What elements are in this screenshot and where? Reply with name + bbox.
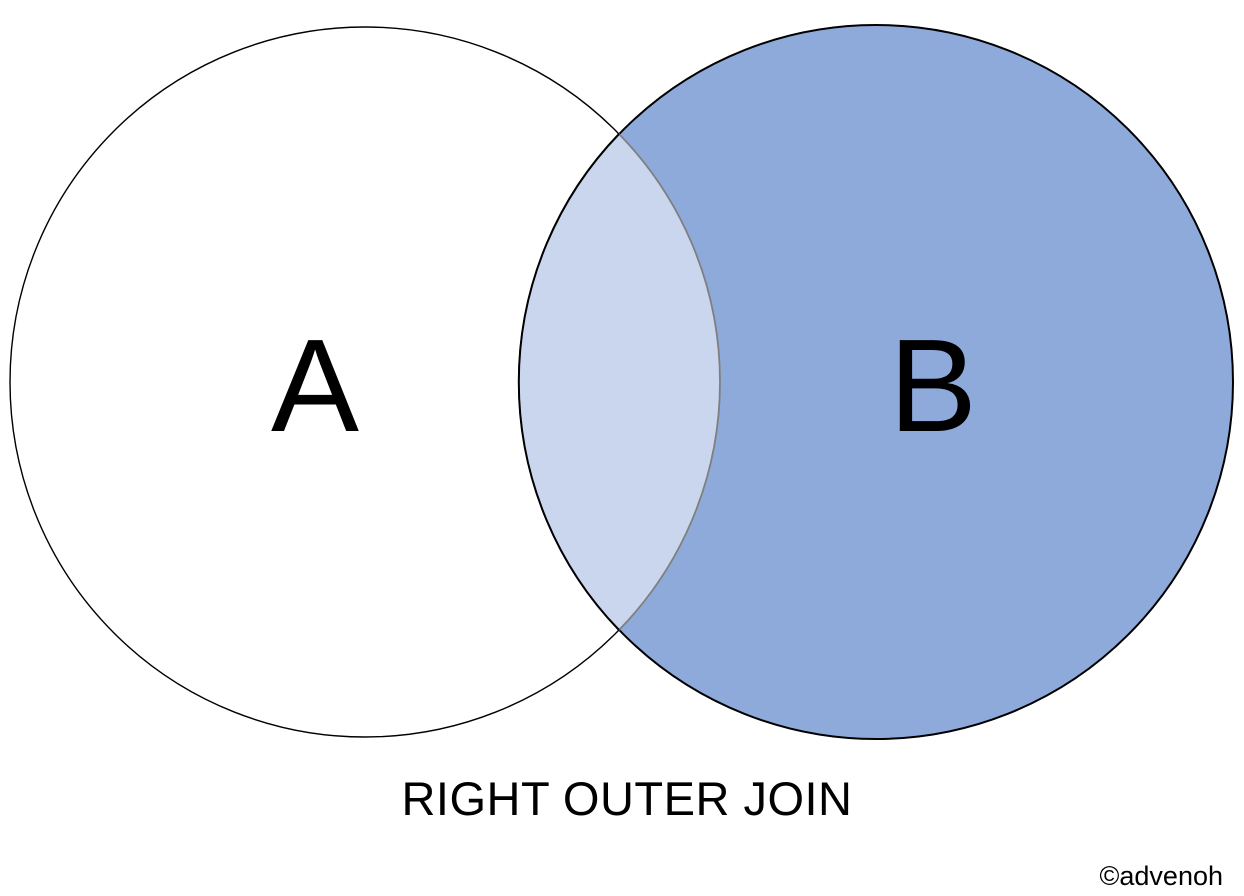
intersection-left-circle-edge xyxy=(618,133,721,631)
set-a-label: A xyxy=(271,312,359,459)
intersection-right-circle-edge xyxy=(517,133,620,631)
watermark: ©advenoh xyxy=(1100,861,1224,891)
join-title: RIGHT OUTER JOIN xyxy=(401,772,852,825)
intersection-region xyxy=(518,134,720,630)
set-b-label: B xyxy=(889,312,977,459)
